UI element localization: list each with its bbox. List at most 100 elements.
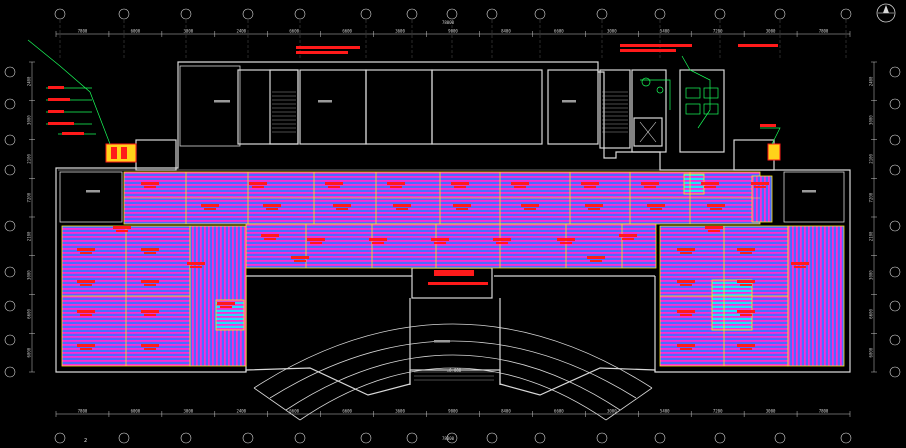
- heating-loop-tag-sub: [708, 230, 720, 232]
- heating-loop-tag-sub: [454, 186, 466, 188]
- axis-bubble-top: [534, 8, 546, 20]
- left-dim-1: 3000: [27, 115, 32, 125]
- top-overall-dimension: 78000: [442, 20, 455, 25]
- heating-loop-tag-sub: [456, 208, 468, 210]
- heating-loop-tag: [113, 226, 131, 229]
- axis-bubble-bottom: [54, 432, 66, 444]
- grid-axis-bubbles: [4, 8, 901, 444]
- heating-loop-tag-sub: [644, 186, 656, 188]
- heating-loop-tag: [187, 262, 205, 265]
- bottom-dim-3: 2400: [236, 409, 246, 414]
- axis-bubble-top: [774, 8, 786, 20]
- building-walls: [55, 61, 851, 396]
- axis-bubble-top: [446, 8, 458, 20]
- heating-loop-tag-sub: [524, 208, 536, 210]
- heating-loop-tag: [431, 238, 449, 241]
- heating-loop-tag-sub: [680, 284, 692, 286]
- bottom-dim-0: 7800: [78, 409, 88, 414]
- axis-bubble-left: [4, 134, 16, 146]
- heating-loop-tag: [141, 344, 159, 347]
- axis-bubble-top: [486, 8, 498, 20]
- top-dim-10: 3000: [607, 29, 617, 34]
- top-dim-3: 2400: [236, 29, 246, 34]
- left-dim-0: 2400: [27, 76, 32, 86]
- top-dim-13: 3000: [766, 29, 776, 34]
- heating-loop-tag-sub: [328, 186, 340, 188]
- heating-loop-tag: [141, 280, 159, 283]
- heating-loop-tag-sub: [144, 348, 156, 350]
- heating-loop-tag: [737, 248, 755, 251]
- heating-loop-tag: [77, 344, 95, 347]
- heating-loop-tag: [77, 310, 95, 313]
- heating-loop-tag: [641, 182, 659, 185]
- left-dim-5: 3000: [27, 270, 32, 280]
- heating-loop-tag-sub: [266, 208, 278, 210]
- heating-loop-tag-sub: [740, 284, 752, 286]
- heating-loop-tag-sub: [294, 260, 306, 262]
- legend-leaders: [27, 39, 781, 145]
- axis-bubble-top: [596, 8, 608, 20]
- heating-loop-tag-sub: [80, 284, 92, 286]
- heating-loop-tag: [585, 204, 603, 207]
- heating-loop-tag-sub: [588, 208, 600, 210]
- heating-loop-tag: [791, 262, 809, 265]
- heating-loop-tag: [333, 204, 351, 207]
- axis-bubble-left: [4, 266, 16, 278]
- bottom-dim-4: 6600: [289, 409, 299, 414]
- top-dim-1: 6000: [131, 29, 141, 34]
- heating-loop-tag: [737, 344, 755, 347]
- axis-bubble-bottom: [406, 432, 418, 444]
- heating-loop-tag-sub: [740, 252, 752, 254]
- top-dim-7: 9000: [448, 29, 458, 34]
- axis-bubble-bottom: [118, 432, 130, 444]
- bottom-dim-5: 6600: [342, 409, 352, 414]
- axis-bubble-top: [714, 8, 726, 20]
- axis-bubble-left: [4, 220, 16, 232]
- axis-bubble-top: [360, 8, 372, 20]
- elevation-mark: ±0.000: [447, 368, 462, 373]
- bottom-dim-10: 3000: [607, 409, 617, 414]
- heating-loop-tag: [249, 182, 267, 185]
- heating-loop-tag: [707, 204, 725, 207]
- heating-loop-tag: [705, 226, 723, 229]
- axis-bubble-bottom: [714, 432, 726, 444]
- right-dim-7: 6000: [869, 347, 874, 357]
- room-heating-tags: [77, 182, 809, 350]
- heating-loop-tag: [307, 238, 325, 241]
- stair-hatching: [272, 91, 628, 381]
- compass-north-icon: [876, 3, 896, 23]
- bottom-overall-dimension: 78000: [442, 436, 455, 441]
- heating-loop-tag: [677, 280, 695, 283]
- axis-bubble-right: [889, 334, 901, 346]
- heating-loop-tag-sub: [390, 186, 402, 188]
- axis-bubble-bottom: [534, 432, 546, 444]
- heating-loop-tag: [511, 182, 529, 185]
- heating-loop-tag: [619, 234, 637, 237]
- axis-bubble-left: [4, 334, 16, 346]
- heating-loop-tag: [557, 238, 575, 241]
- heating-loop-tag-sub: [252, 186, 264, 188]
- axis-bubble-bottom: [654, 432, 666, 444]
- axis-bubble-left: [4, 66, 16, 78]
- left-dim-6: 6600: [27, 308, 32, 318]
- axis-bubble-right: [889, 220, 901, 232]
- heating-loop-tag: [77, 280, 95, 283]
- heating-loop-tag-sub: [144, 252, 156, 254]
- axis-bubble-top: [840, 8, 852, 20]
- right-dim-0: 2400: [869, 76, 874, 86]
- axis-bubble-bottom: [486, 432, 498, 444]
- left-dim-4: 2100: [27, 231, 32, 241]
- axis-bubble-bottom: [596, 432, 608, 444]
- heating-loop-tag: [647, 204, 665, 207]
- top-dim-5: 6600: [342, 29, 352, 34]
- heating-loop-tag: [325, 182, 343, 185]
- curved-entrance-steps: [253, 323, 653, 421]
- right-dim-2: 2100: [869, 153, 874, 163]
- axis-bubble-bottom: [774, 432, 786, 444]
- heating-loop-tag: [453, 204, 471, 207]
- heating-loop-tag-sub: [710, 208, 722, 210]
- top-dim-6: 3600: [395, 29, 405, 34]
